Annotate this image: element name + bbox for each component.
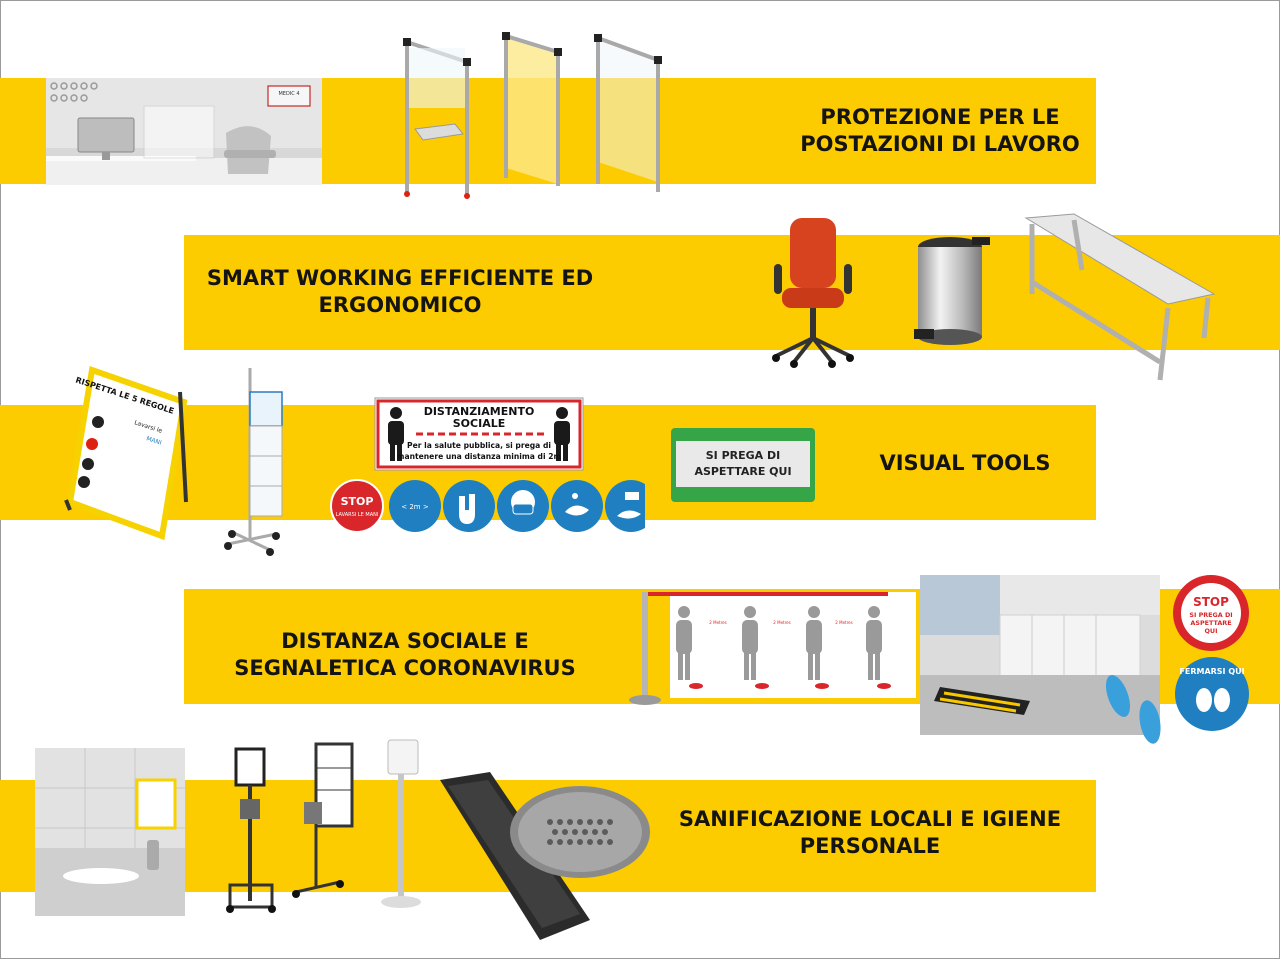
banner-title-2: SOCIALE [453,417,505,430]
queue-barrier-illustration: 2 Metres 2 Metres 2 Metres [629,592,916,705]
title-line: SANIFICAZIONE LOCALI E IGIENE [678,807,1062,831]
wait-here-card: SI PREGA DI ASPETTARE QUI [671,428,815,502]
bathroom-photo [35,748,185,916]
a-frame-poster-stand: RISPETTA LE 5 REGOLE Lavarsi le MANI [64,365,188,541]
stop-wait-word: STOP [1193,595,1229,609]
title-line: VISUAL TOOLS [879,451,1051,475]
stop-wait-sub2: ASPETTARE [1190,619,1231,627]
office-chair [772,218,854,368]
meters-label: 2 Metres [773,620,790,625]
title-line: PERSONALE [799,834,941,858]
banner-body-2: mantenere una distanza minima di 2m [397,452,562,461]
banner-body-1: Per la salute pubblica, si prega di [407,441,551,450]
title-visual-tools: VISUAL TOOLS [840,450,1090,477]
fermarsi-text: FERMARSI QUI [1179,667,1244,676]
distancing-banner: DISTANZIAMENTO SOCIALE Per la salute pub… [374,397,584,471]
disinfectant-mat [440,772,650,940]
screen-clear [594,34,662,192]
poster-line-accent: MANI [145,435,162,447]
stop-wash-word: STOP [341,495,374,508]
pedal-bin [914,237,990,345]
sanitizer-stand-1 [226,747,276,913]
office-photo: MEDIC 4 [46,78,322,185]
title-protezione: PROTEZIONE PER LE POSTAZIONI DI LAVORO [740,104,1140,158]
title-line: SMART WORKING EFFICIENTE ED [206,266,594,290]
sanitizer-stand-2 [292,742,354,898]
title-line: ERGONOMICO [318,293,482,317]
wait-card-line1: SI PREGA DI [706,449,781,462]
meters-label: 2 Metres [709,620,726,625]
footprint-stickers [1105,675,1161,744]
stop-wash-sub: LAVARSI LE MANI [336,512,379,518]
dispenser-pole [381,739,421,908]
screen-with-shelf [403,38,471,199]
distance-icon-text: < 2m > [401,503,429,511]
fermarsi-qui-sign: FERMARSI QUI [1175,657,1249,731]
stop-wait-sub3: QUI [1205,627,1218,635]
safety-sign-circles: STOP LAVARSI LE MANI < 2m > [330,479,645,533]
title-smart-working: SMART WORKING EFFICIENTE ED ERGONOMICO [195,265,605,319]
title-distanza-sociale: DISTANZA SOCIALE E SEGNALETICA CORONAVIR… [210,628,600,682]
screen-yellow [502,32,562,186]
banner-title-1: DISTANZIAMENTO [424,405,535,418]
wait-card-line2: ASPETTARE QUI [694,465,791,478]
stop-wait-floor-sign: STOP SI PREGA DI ASPETTARE QUI [1173,575,1249,651]
title-line: DISTANZA SOCIALE E [281,629,529,653]
leaflet-display-stand [224,368,283,556]
workbench-table [1024,213,1216,381]
title-line: POSTAZIONI DI LAVORO [800,132,1080,156]
title-line: SEGNALETICA CORONAVIRUS [234,656,576,680]
title-line: PROTEZIONE PER LE [820,105,1060,129]
office-sign-text: MEDIC 4 [278,91,299,97]
meters-label: 2 Metres [835,620,852,625]
stop-wait-sub1: SI PREGA DI [1189,611,1232,619]
sanitizer-icon [605,480,645,532]
title-sanificazione: SANIFICAZIONE LOCALI E IGIENE PERSONALE [672,806,1068,860]
